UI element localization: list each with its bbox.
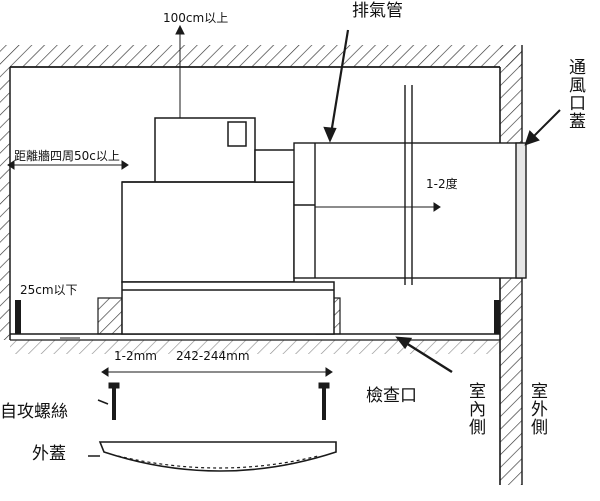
small-gap-label: 1-2mm <box>114 349 157 363</box>
exhaust-arrow <box>323 29 350 143</box>
opening-size-label: 242-244mm <box>176 349 250 363</box>
inspection-port-label: 檢查口 <box>366 386 417 406</box>
outdoor-side-label: 室外側 <box>527 382 547 436</box>
vent-cap-label: 通風口蓋 <box>565 58 585 130</box>
inspection-arrow <box>395 336 453 374</box>
cover-panel <box>98 441 337 472</box>
hanger-posts <box>15 300 500 334</box>
vent-cap-arrow <box>524 109 561 146</box>
fan-unit <box>121 117 335 335</box>
indoor-side-label: 室內側 <box>465 382 485 436</box>
screws-label: 自攻螺絲 <box>0 402 68 422</box>
wall-distance-label: 距離牆四周50c以上 <box>14 149 120 163</box>
screw-icons <box>97 382 330 420</box>
slope-label: 1-2度 <box>426 177 458 191</box>
bottom-gap-label: 25cm以下 <box>20 283 78 297</box>
exhaust-duct <box>293 85 527 285</box>
ceiling-slab <box>0 45 522 340</box>
exhaust-pipe-label: 排氣管 <box>352 1 403 21</box>
cover-label: 外蓋 <box>32 444 66 464</box>
ceiling-board <box>10 333 500 354</box>
dimension-lines <box>7 24 441 377</box>
ceiling-clearance-label: 100cm以上 <box>163 11 229 25</box>
